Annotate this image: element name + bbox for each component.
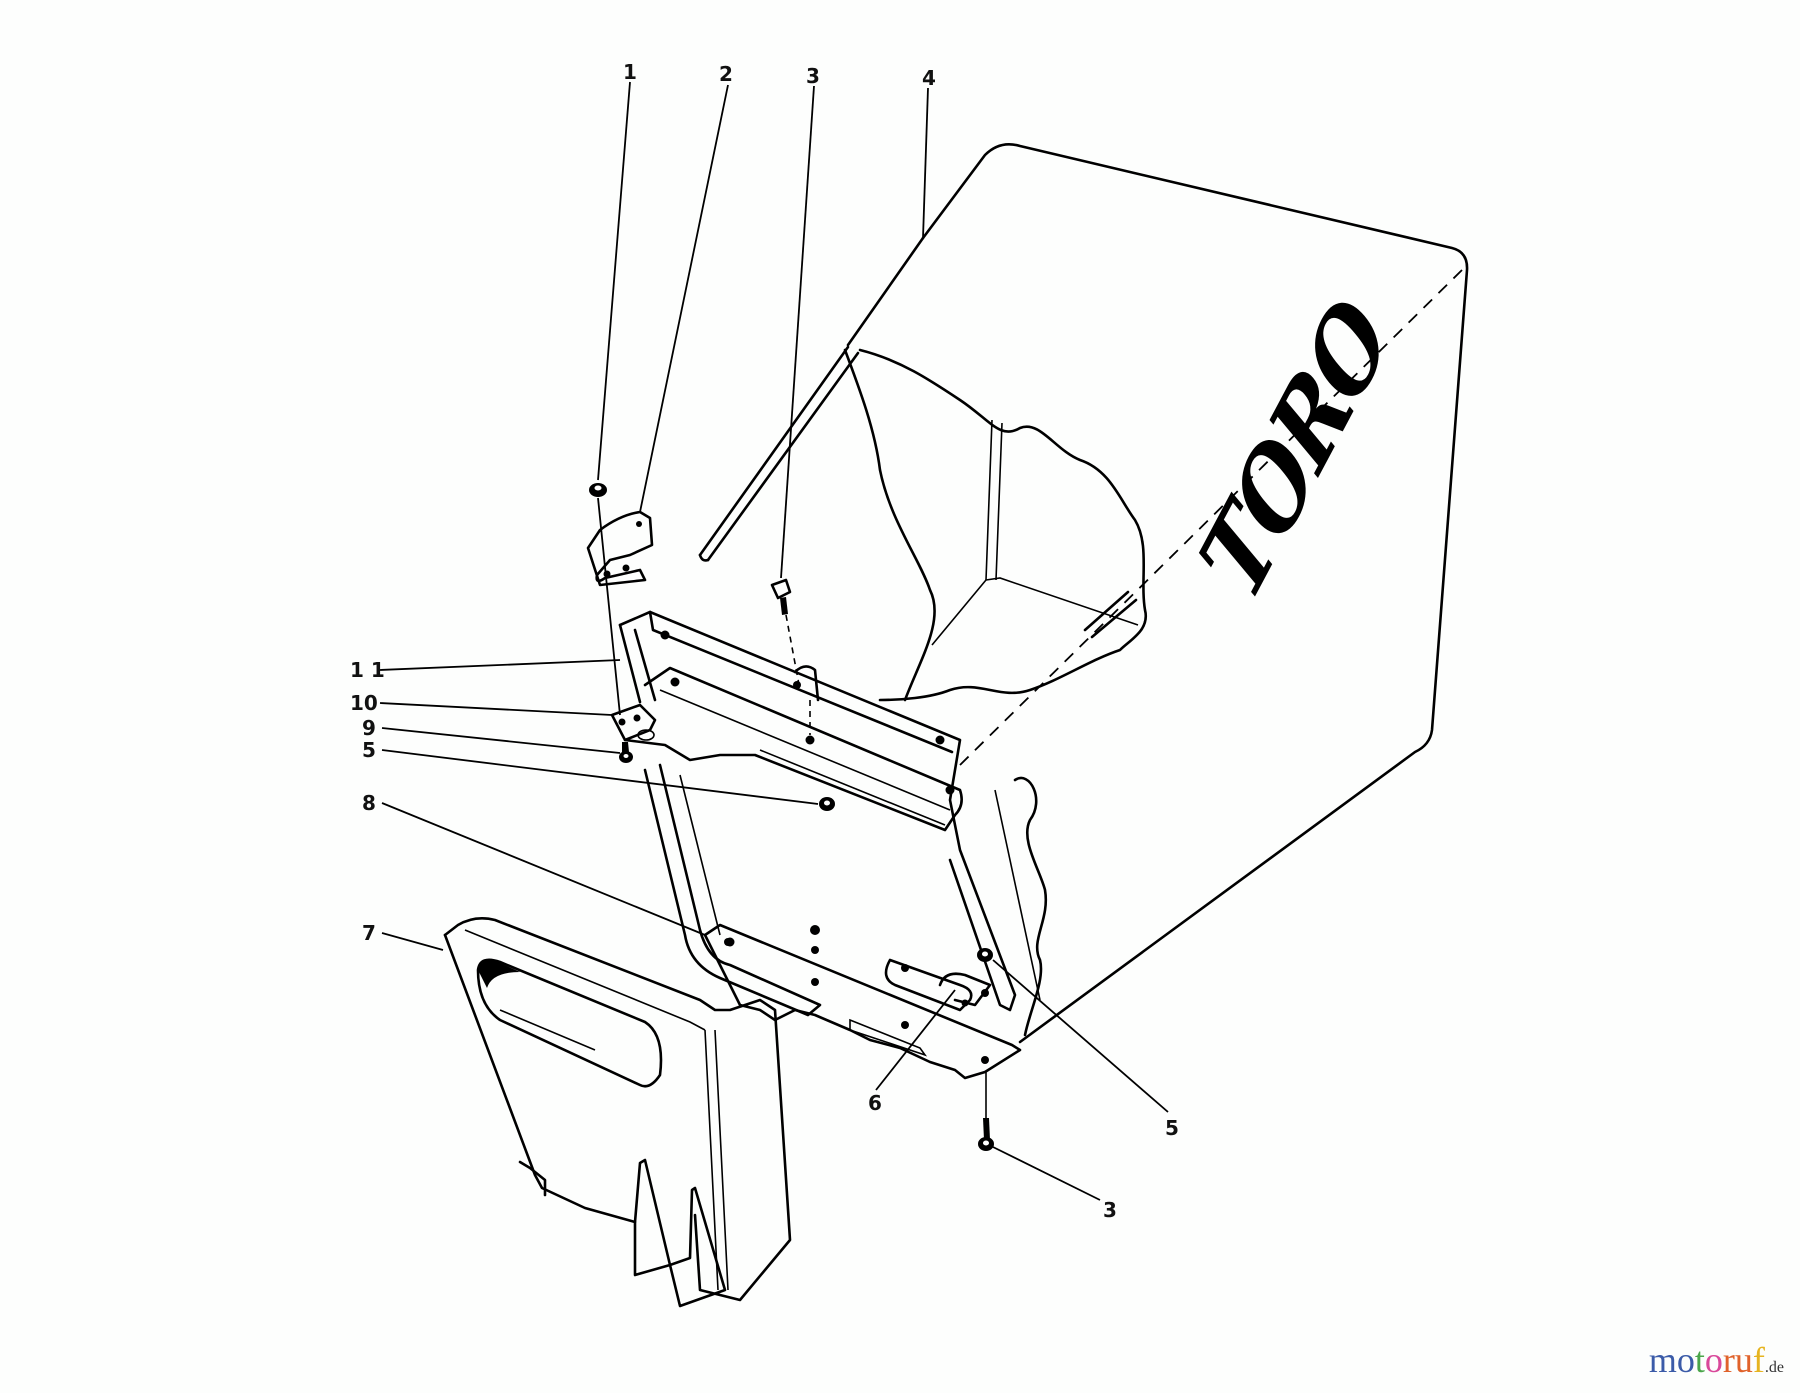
hinge [884,958,992,1012]
watermark-letter: r [1722,1340,1735,1380]
mounting-plate [703,923,1022,1080]
callout-9: 9 [362,716,376,740]
callout-3-bottom: 3 [1103,1198,1117,1222]
watermark-letter: m [1648,1340,1677,1380]
hinge-channel [623,665,963,832]
watermark-letter: o [1704,1340,1723,1380]
callout-6: 6 [868,1091,882,1115]
callout-11: 1 1 [350,658,385,682]
latch-plate [610,703,657,742]
watermark-letter: f [1752,1340,1765,1380]
callout-10: 10 [350,691,378,715]
fasteners [589,483,994,1151]
callout-7: 7 [362,921,376,945]
watermark-letter: o [1676,1340,1695,1380]
leader-lines [379,81,1169,1201]
cutaway-edge [858,348,1148,702]
watermark-logo: motoruf.de [1649,1339,1784,1381]
deflector [443,917,792,1308]
watermark-letter: u [1734,1340,1753,1380]
callout-5-right: 5 [1165,1116,1179,1140]
callout-2: 2 [719,62,733,86]
callout-4: 4 [922,66,936,90]
bracket [586,510,654,587]
grass-bag [698,143,1469,1044]
brand-logo-toro: TORO [1179,279,1411,621]
callout-1: 1 [623,60,637,84]
callout-5: 5 [362,738,376,762]
watermark-letter: t [1694,1340,1705,1380]
callout-8: 8 [362,791,376,815]
watermark-domain-suffix: .de [1764,1359,1784,1376]
callout-3: 3 [806,64,820,88]
